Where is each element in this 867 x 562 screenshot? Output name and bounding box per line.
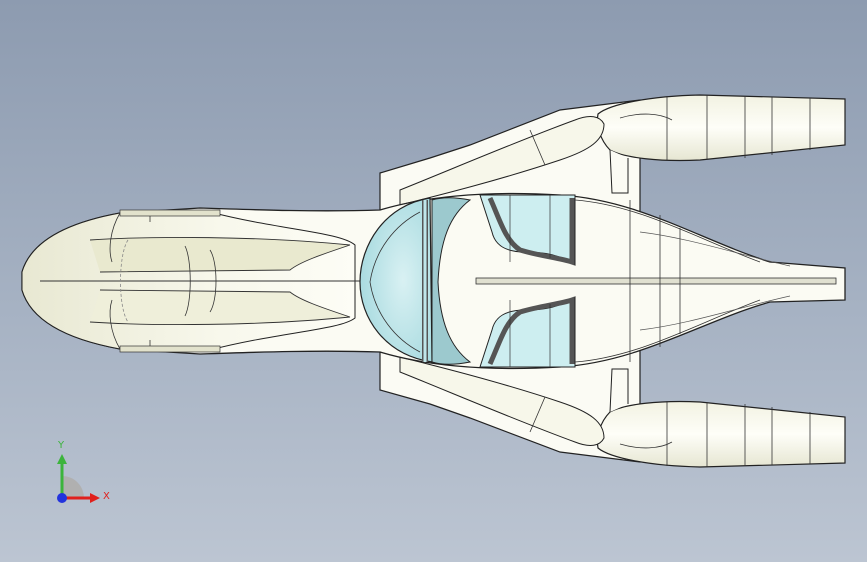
triad-quadrant-shade [62, 476, 84, 498]
x-axis-label: X [103, 491, 110, 502]
center-spine [475, 277, 837, 285]
upper-engine-pod [596, 94, 846, 162]
lower-seat [487, 296, 575, 366]
lower-engine-pod [596, 400, 846, 468]
y-axis-label: Y [58, 440, 65, 451]
coordinate-triad[interactable]: Y X [44, 436, 124, 516]
z-axis-dot [57, 493, 67, 503]
cockpit-canopy [359, 197, 433, 363]
upper-seat [487, 196, 575, 266]
